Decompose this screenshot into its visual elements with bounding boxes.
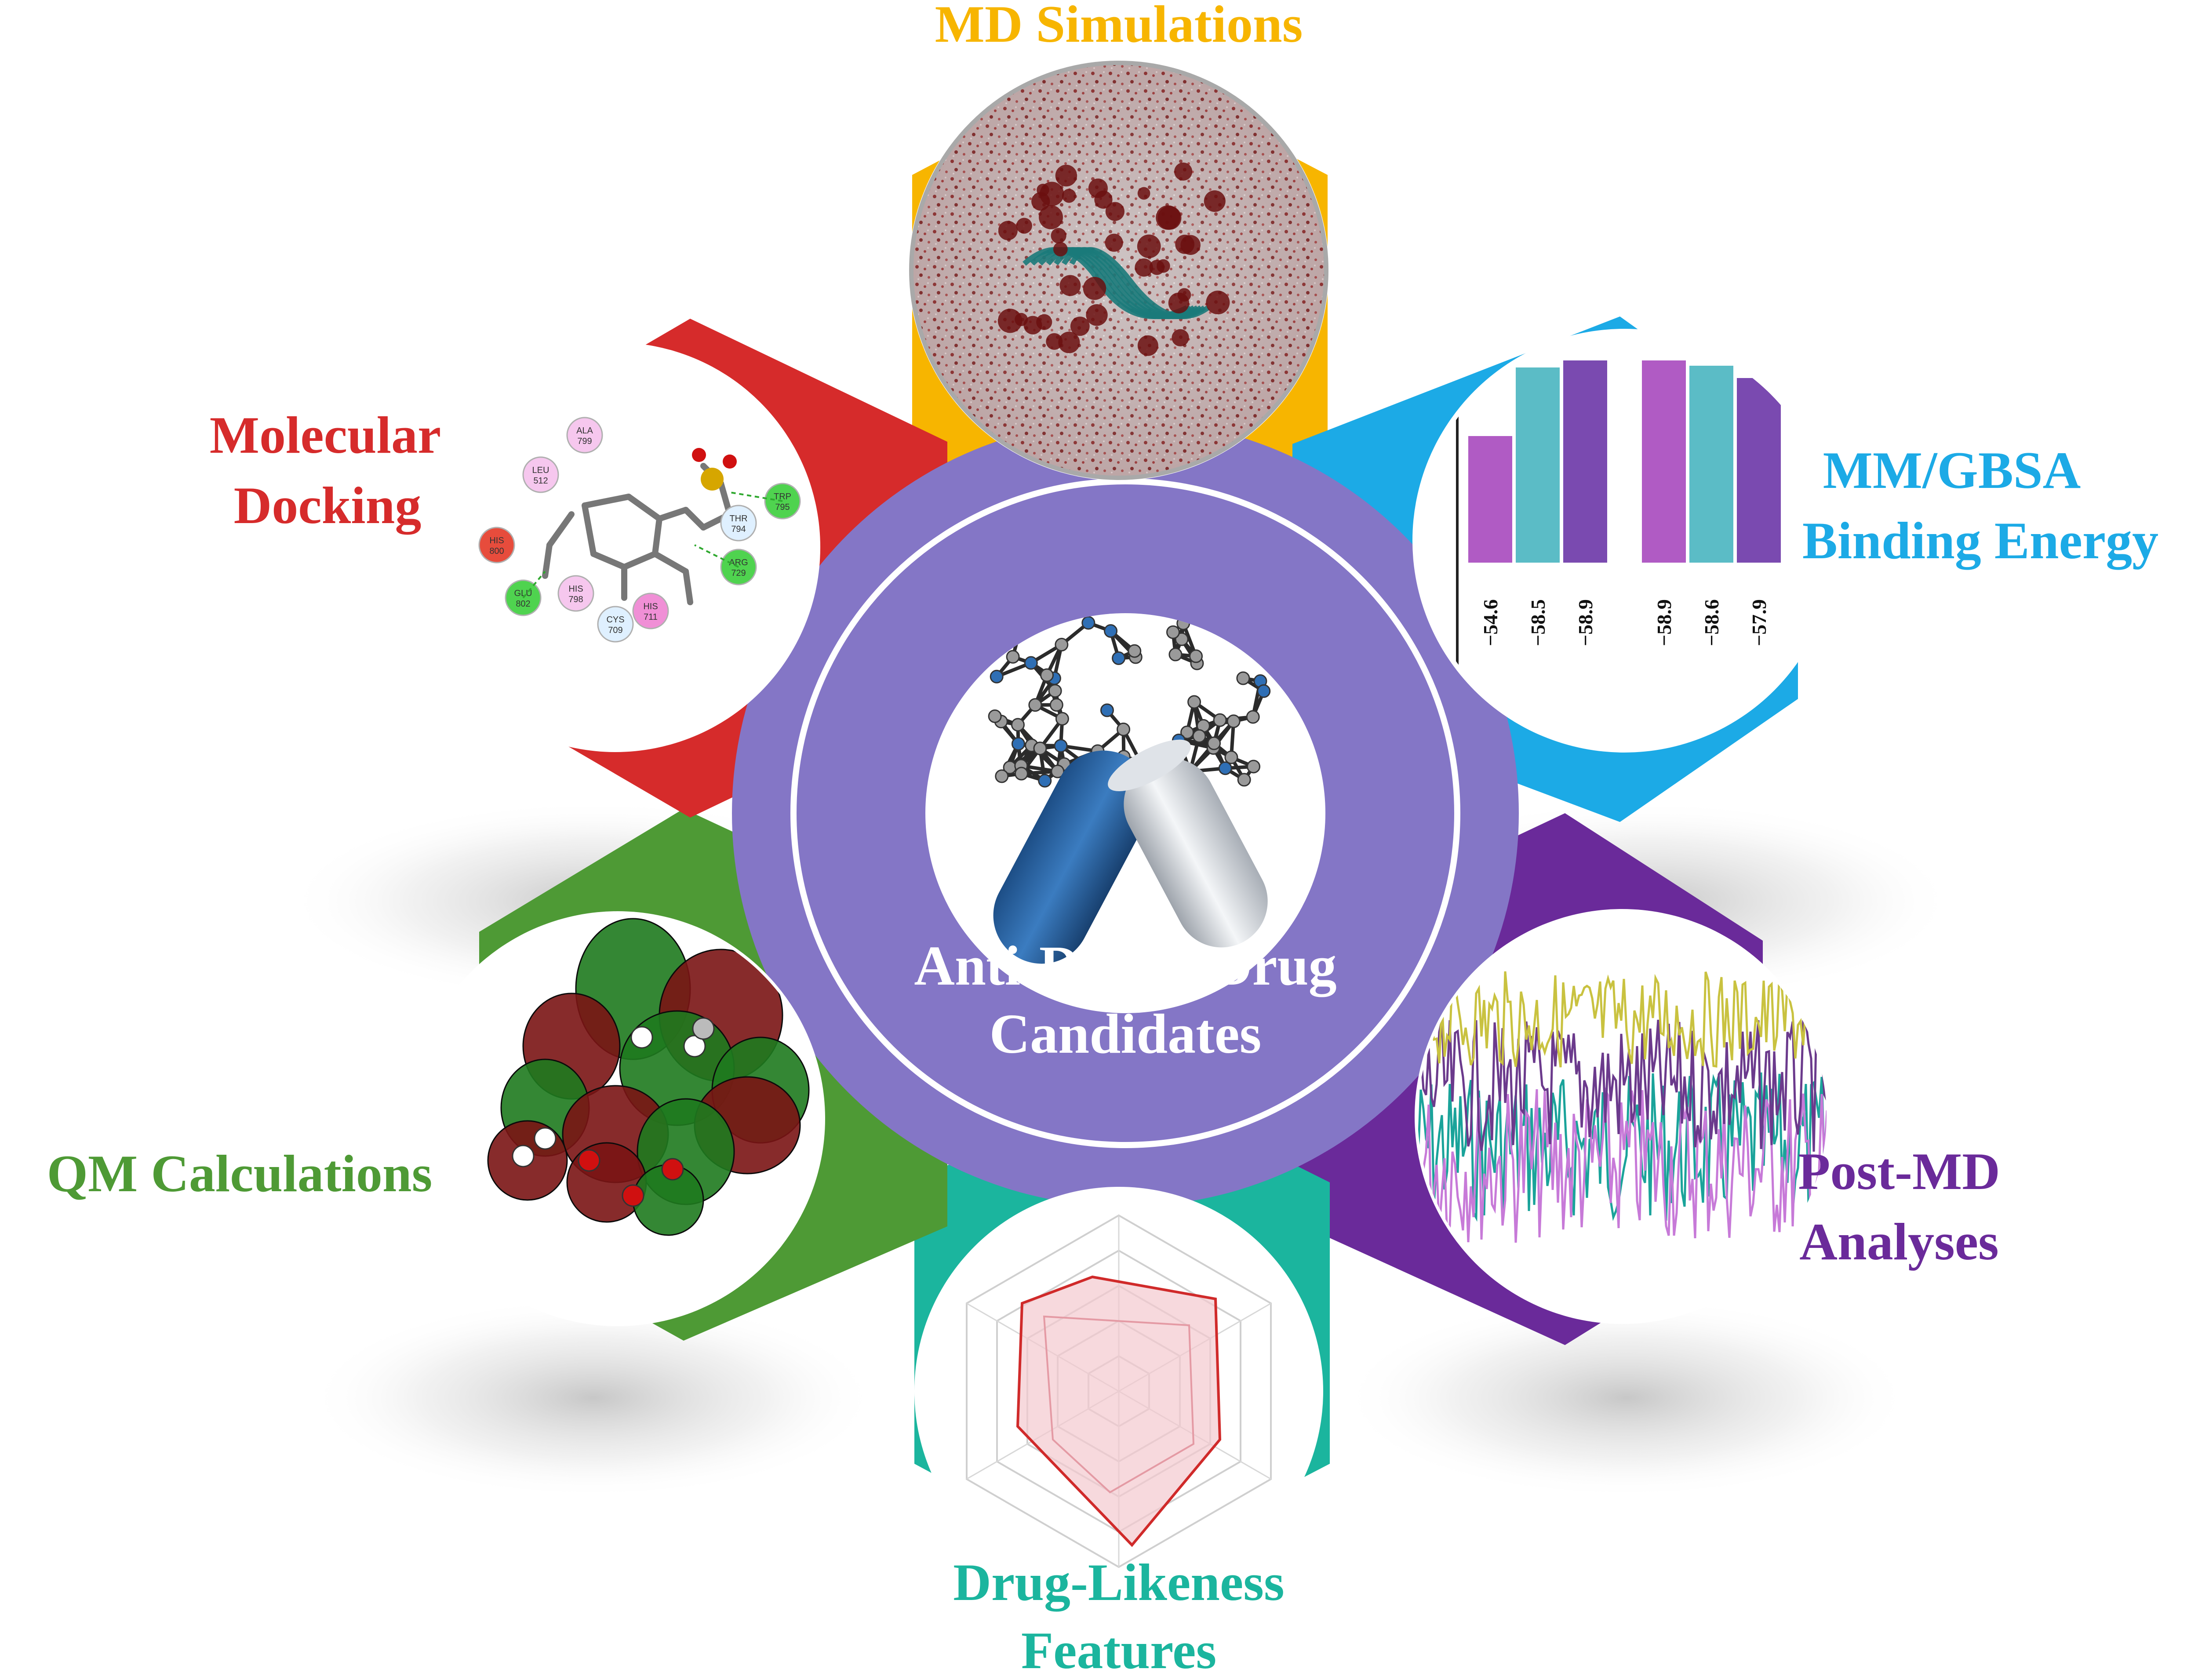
label-mmgbsa-line1: MM/GBSA — [1823, 441, 2081, 499]
residue-node — [597, 606, 634, 643]
energy-bar — [1642, 360, 1686, 563]
label-drug-likeness-line1: Drug-Likeness — [953, 1553, 1284, 1612]
residue-number: 795 — [775, 502, 790, 512]
energy-bar-value: −54.6 — [1479, 599, 1502, 646]
residue-name: LEU — [532, 465, 550, 475]
energy-bar — [1689, 366, 1733, 563]
residue-number: 709 — [608, 625, 622, 635]
residue-node — [566, 417, 603, 454]
label-mmgbsa-line2: Binding Energy — [1802, 511, 2158, 570]
residue-name: HIS — [568, 584, 583, 594]
residue-number: 512 — [533, 476, 548, 486]
energy-bar — [1516, 367, 1560, 563]
qm-orbital-image — [487, 918, 810, 1236]
residue-number: 794 — [731, 524, 746, 534]
trajectory-series — [1418, 1019, 1827, 1152]
residue-name: TRP — [774, 492, 791, 502]
center-title-line2: Candidates — [990, 1003, 1262, 1065]
energy-bar-value: −58.6 — [1700, 599, 1723, 646]
center-ring-inner-line — [790, 478, 1460, 1148]
label-qm-calculations: QM Calculations — [47, 1144, 433, 1203]
docking-interaction-map: ALA799LEU512TRP795THR794ARG729HIS798HIS7… — [478, 417, 801, 643]
center-title-line1: Anti-DENV Drug — [914, 935, 1336, 997]
residue-node — [478, 527, 515, 564]
shadow-bottom-right — [1341, 1297, 1912, 1499]
label-drug-likeness-line2: Features — [1021, 1621, 1216, 1680]
residue-node — [632, 593, 669, 629]
md-snapshot-image — [912, 64, 1325, 477]
residue-number: 729 — [731, 568, 746, 578]
residue-name: ALA — [576, 426, 593, 436]
trajectory-series — [1418, 1072, 1827, 1222]
residue-node — [557, 575, 594, 612]
energy-bar — [1563, 360, 1607, 563]
label-molecular-docking-line1: Molecular — [210, 406, 441, 464]
residue-name: GLU — [514, 589, 532, 598]
label-post-md-line2: Analyses — [1799, 1212, 1998, 1271]
residue-number: 802 — [516, 599, 530, 609]
residue-name: HIS — [643, 602, 658, 611]
trajectory-series — [1418, 971, 1827, 1068]
residue-node — [522, 456, 559, 493]
label-post-md-line1: Post-MD — [1798, 1142, 2000, 1200]
energy-bar-value: −57.9 — [1748, 599, 1770, 646]
capsule-molecule-icon — [988, 614, 1271, 964]
residue-name: HIS — [489, 536, 504, 545]
shadow-bottom-left — [308, 1297, 879, 1499]
binding-energy-bar-chart: −54.6 −58.5 −58.9 −58.9 −58.6 −57.9 — [1416, 332, 1833, 749]
energy-bar-value: −58.9 — [1653, 599, 1675, 646]
residue-number: 798 — [568, 595, 583, 604]
residue-number: 711 — [644, 612, 658, 622]
drug-likeness-radar — [966, 1214, 1272, 1568]
trajectory-series — [1418, 1086, 1827, 1243]
residue-number: 799 — [577, 436, 592, 446]
energy-bar-value: −58.5 — [1527, 599, 1549, 646]
residue-name: CYS — [606, 615, 624, 625]
energy-bar — [1468, 436, 1512, 563]
post-md-trajectory-plot — [1418, 912, 1827, 1321]
residue-number: 800 — [489, 546, 504, 556]
residue-name: ARG — [729, 558, 748, 567]
energy-bar-value: −58.9 — [1574, 599, 1597, 646]
radar-polygon — [1016, 1275, 1222, 1547]
residue-name: THR — [729, 514, 747, 524]
residue-node — [720, 505, 757, 542]
energy-bar — [1737, 378, 1781, 563]
label-md-simulations: MD Simulations — [935, 0, 1303, 53]
label-molecular-docking-line2: Docking — [234, 476, 422, 535]
